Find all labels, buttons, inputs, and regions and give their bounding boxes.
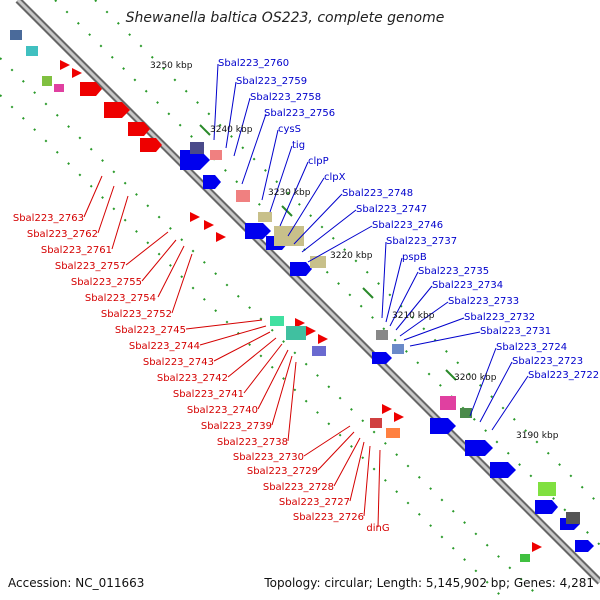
gene-label[interactable]: Sbal223_2745 <box>115 325 186 336</box>
gene-label[interactable]: Sbal223_2733 <box>448 296 519 307</box>
gene-label[interactable]: Sbal223_2742 <box>157 373 228 384</box>
gene-label[interactable]: Sbal223_2752 <box>101 309 172 320</box>
gene-label[interactable]: Sbal223_2744 <box>129 341 200 352</box>
reverse-labels: Sbal223_2763 Sbal223_2762 Sbal223_2761 S… <box>13 213 390 534</box>
gene-label[interactable]: tig <box>292 140 305 151</box>
accession-text: Accession: NC_011663 <box>8 576 144 590</box>
gene-label[interactable]: Sbal223_2747 <box>356 204 427 215</box>
gene-label[interactable]: Sbal223_2729 <box>247 466 318 477</box>
map-title: Shewanella baltica OS223, complete genom… <box>126 10 445 26</box>
forward-labels: Sbal223_2760 Sbal223_2759 Sbal223_2758 S… <box>218 58 599 381</box>
gene-label[interactable]: Sbal223_2730 <box>233 452 304 463</box>
gene-label[interactable]: Sbal223_2758 <box>250 92 321 103</box>
tick-label: 3210 kbp <box>392 311 435 321</box>
gene-label[interactable]: Sbal223_2763 <box>13 213 84 224</box>
gene-label[interactable]: Sbal223_2762 <box>27 229 98 240</box>
gene-label[interactable]: Sbal223_2756 <box>264 108 335 119</box>
forward-leader-lines <box>213 63 529 431</box>
gene-label[interactable]: Sbal223_2737 <box>386 236 457 247</box>
gene-label[interactable]: dinG <box>366 523 389 534</box>
gene-label[interactable]: Sbal223_2746 <box>372 220 443 231</box>
gene-label[interactable]: Sbal223_2759 <box>236 76 307 87</box>
gene-label[interactable]: Sbal223_2754 <box>85 293 156 304</box>
gene-label[interactable]: Sbal223_2732 <box>464 312 535 323</box>
gene-label[interactable]: Sbal223_2723 <box>512 356 583 367</box>
gene-label[interactable]: Sbal223_2726 <box>293 512 364 523</box>
gene-label[interactable]: Sbal223_2748 <box>342 188 413 199</box>
gene-label[interactable]: Sbal223_2738 <box>217 437 288 448</box>
gene-label[interactable]: Sbal223_2757 <box>55 261 126 272</box>
gene-label[interactable]: clpX <box>324 172 346 183</box>
tick-label: 3220 kbp <box>330 251 373 261</box>
tick-label: 3240 kbp <box>210 125 253 135</box>
gene-label[interactable]: Sbal223_2743 <box>143 357 214 368</box>
gene-label[interactable]: Sbal223_2727 <box>279 497 350 508</box>
tick-label: 3200 kbp <box>454 373 497 383</box>
gene-label[interactable]: Sbal223_2755 <box>71 277 142 288</box>
reverse-leader-lines <box>83 175 381 528</box>
gene-label[interactable]: Sbal223_2734 <box>432 280 503 291</box>
gene-label[interactable]: cysS <box>278 124 301 135</box>
gene-label[interactable]: Sbal223_2761 <box>41 245 112 256</box>
topology-text: Topology: circular; Length: 5,145,902 bp… <box>263 576 594 590</box>
genome-backbone <box>15 0 600 585</box>
gene-label[interactable]: Sbal223_2740 <box>187 405 258 416</box>
gene-label[interactable]: Sbal223_2728 <box>263 482 334 493</box>
tick-label: 3230 kbp <box>268 188 311 198</box>
gene-label[interactable]: Sbal223_2739 <box>201 421 272 432</box>
reverse-genes <box>10 30 542 562</box>
gene-label[interactable]: Sbal223_2724 <box>496 342 567 353</box>
gene-label[interactable]: Sbal223_2731 <box>480 326 551 337</box>
tick-label: 3250 kbp <box>150 61 193 71</box>
gene-label[interactable]: Sbal223_2760 <box>218 58 289 69</box>
gene-label[interactable]: Sbal223_2735 <box>418 266 489 277</box>
gene-label[interactable]: Sbal223_2722 <box>528 370 599 381</box>
gene-label[interactable]: clpP <box>308 156 329 167</box>
gene-label[interactable]: Sbal223_2741 <box>173 389 244 400</box>
tick-label: 3190 kbp <box>516 431 559 441</box>
gene-label[interactable]: pspB <box>402 252 427 263</box>
forward-genes <box>180 142 594 552</box>
